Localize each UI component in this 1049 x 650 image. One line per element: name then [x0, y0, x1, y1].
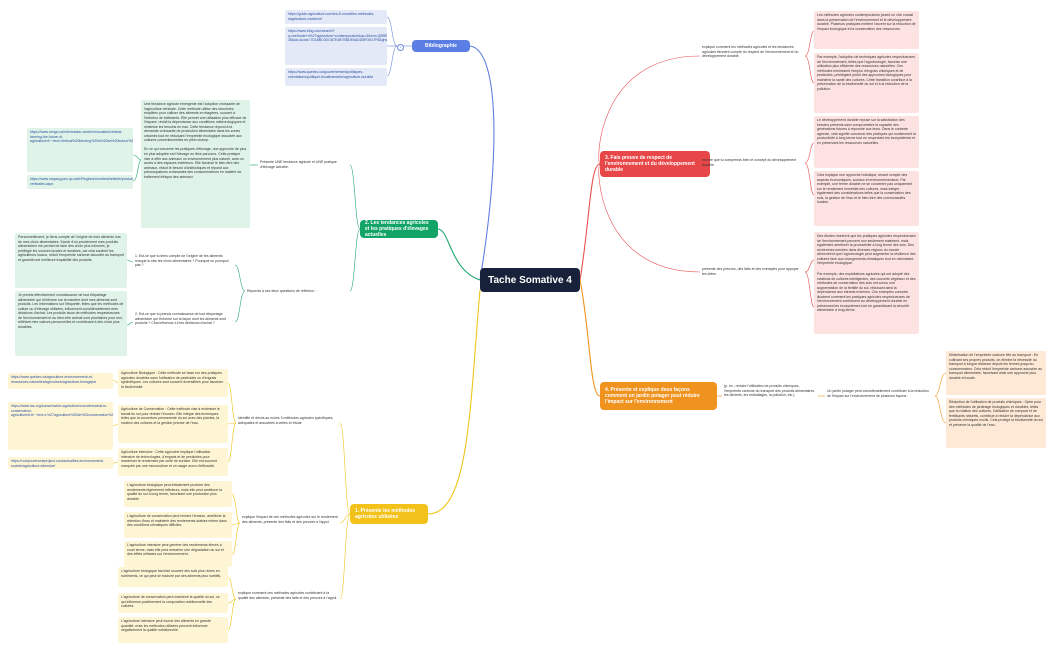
branch-bibliographie[interactable]: Bibliographie	[412, 40, 470, 52]
wire-qual-int	[227, 598, 237, 631]
wire-q1-a1	[126, 259, 134, 263]
wire-resp-explique	[598, 55, 701, 165]
wire-q2-a2	[126, 321, 134, 326]
wire-ident-bio	[227, 382, 237, 424]
meth-link-bio[interactable]: https://www.quebec.ca/agriculture-enviro…	[8, 373, 113, 389]
meth-identifie[interactable]: Identifie et décris au moins 3 méthodes …	[238, 416, 335, 425]
jardin-ex[interactable]: (p. ex., réduire l'utilisation de produi…	[724, 384, 817, 398]
branch-respect[interactable]: 3. Fais preuve de respect de l'environne…	[600, 151, 710, 177]
meth-impact-bio[interactable]: L'agriculture biologique peut initialeme…	[124, 481, 232, 507]
wire-resp-preuves	[598, 163, 701, 273]
wire-central-methodes	[427, 289, 481, 515]
wire-central-bibliographie	[469, 45, 495, 281]
branch-methodes[interactable]: 1. Présente les méthodes agricoles utili…	[350, 504, 428, 524]
resp-explique-b[interactable]: Par exemple, l'adoption de techniques ag…	[814, 53, 919, 113]
collapse-toggle[interactable]: 1	[397, 43, 404, 51]
tend-repondre[interactable]: Réponds à ces deux questions de réflexio…	[247, 289, 316, 293]
tend-question-2[interactable]: 2. Est-ce que tu prends connaissance de …	[135, 312, 227, 326]
tend-link-2[interactable]: https://www.mapaq.gouv.qc.ca/fr/Regions/…	[27, 175, 133, 189]
wire-impact-cons	[231, 522, 241, 526]
wire-tend-repondre	[349, 228, 361, 292]
resp-explique-a[interactable]: Les méthodes agricoles contemporaines jo…	[814, 11, 919, 49]
central-topic[interactable]: Tache Somative 4	[480, 268, 580, 292]
tend-link-1[interactable]: https://www.cengn.ca/information-centre/…	[27, 128, 133, 172]
meth-qualite[interactable]: explique comment ces méthodes agricoles …	[238, 591, 338, 600]
wire-contribue-b	[934, 395, 947, 424]
wire-qual-bio	[227, 576, 237, 600]
biblio-link-3[interactable]: https://www.quebec.ca/gouvernement/polit…	[285, 68, 387, 86]
wire-contribue-a	[934, 372, 947, 397]
wire-cons-link	[112, 423, 119, 427]
wire-montre-a	[804, 142, 815, 164]
wire-tend-presente	[349, 164, 361, 230]
tend-tendance-text[interactable]: Une tendance agricole émergente est l'ad…	[141, 100, 250, 228]
meth-qualite-bio[interactable]: L'agriculture biologique favorise souven…	[118, 567, 228, 587]
jardin-b[interactable]: Réduction de l'utilisation de produits c…	[946, 398, 1046, 448]
meth-impact-int[interactable]: L'agriculture intensive peut générer des…	[124, 541, 232, 567]
wire-qual-cons	[227, 598, 237, 604]
meth-qualite-cons[interactable]: L'agriculture de conservation peut maint…	[118, 593, 228, 613]
branch-jardin[interactable]: 4. Présente et explique deux façons comm…	[600, 382, 717, 410]
wire-meth-identifie	[339, 422, 351, 515]
wire-montre-b	[804, 162, 815, 196]
resp-montre-b[interactable]: Cela implique une approche holistique, t…	[814, 171, 919, 226]
resp-montre-a[interactable]: Le développement durable repose sur la s…	[814, 116, 919, 168]
tend-question-1[interactable]: 1. Est-ce que tu tiens compte de l'origi…	[135, 254, 230, 268]
meth-intensive[interactable]: Agriculture intensive : Cette approche i…	[118, 448, 228, 476]
meth-impact[interactable]: explique l'impact de ces méthodes agrico…	[242, 515, 339, 524]
meth-conservation[interactable]: Agriculture de Conservation : Cette méth…	[118, 405, 228, 443]
biblio-link-1[interactable]: https://guide-agriculture.com/les-5-nouv…	[285, 10, 387, 24]
wire-biblio-link3	[386, 45, 398, 77]
tend-answer-2[interactable]: Je prends effectivement connaissance de …	[15, 291, 127, 356]
jardin-contribue[interactable]: Un jardin potager peut considérablement …	[827, 389, 930, 398]
resp-preuves[interactable]: présente des preuves, des faits et des e…	[702, 267, 800, 276]
wire-rep-q1	[234, 264, 246, 292]
wire-meth-qualite	[339, 513, 351, 600]
resp-montre[interactable]: montre que tu comprends bien le concept …	[702, 158, 798, 167]
wire-impact-int	[231, 522, 241, 556]
wire-rep-q2	[234, 290, 246, 323]
wire-impact-bio	[231, 493, 241, 524]
wire-text-link2	[132, 159, 142, 182]
branch-tendances[interactable]: 2. Les tendances agricoles et les pratiq…	[360, 220, 438, 238]
wire-ident-cons	[227, 422, 237, 425]
meth-qualite-int[interactable]: L'agriculture intensive peut fournir des…	[118, 617, 228, 643]
resp-preuves-b[interactable]: Par exemple, des exploitations agricoles…	[814, 270, 919, 334]
jardin-a[interactable]: Minimisation de l'empreinte carbone liée…	[946, 351, 1046, 395]
wire-ident-int	[227, 422, 237, 463]
wire-preuves-a	[804, 259, 815, 273]
meth-link-int[interactable]: https://nowyourenoneproject.com/actualit…	[8, 457, 113, 469]
wire-central-tendances	[437, 228, 481, 281]
wire-int-link	[112, 461, 119, 464]
biblio-link-2[interactable]: https://www.bing.com/search?q=methode+d%…	[285, 27, 387, 65]
tend-presente[interactable]: Présente UNE tendance agricole et UNE pr…	[260, 160, 338, 169]
wire-central-respect	[579, 163, 601, 281]
wire-central-jardin	[579, 279, 601, 397]
wire-bio-link	[112, 379, 119, 384]
wire-biblio-link1	[386, 16, 398, 47]
meth-bio[interactable]: Agriculture Biologique : Cette méthode s…	[118, 369, 228, 397]
meth-link-cons[interactable]: https://www.fao.org/conservation-agricul…	[8, 402, 113, 450]
wire-preuves-b	[804, 271, 815, 308]
meth-impact-cons[interactable]: L'agriculture de conservation peut rédui…	[124, 512, 232, 538]
wire-explique-a	[804, 30, 815, 57]
tend-answer-1[interactable]: Personnellement, je tiens compte de l'or…	[15, 233, 127, 288]
wire-meth-impact	[339, 513, 351, 524]
resp-explique[interactable]: explique comment les méthodes agricoles …	[702, 45, 800, 59]
wire-text-link1	[132, 154, 142, 161]
wire-explique-b	[804, 55, 815, 84]
